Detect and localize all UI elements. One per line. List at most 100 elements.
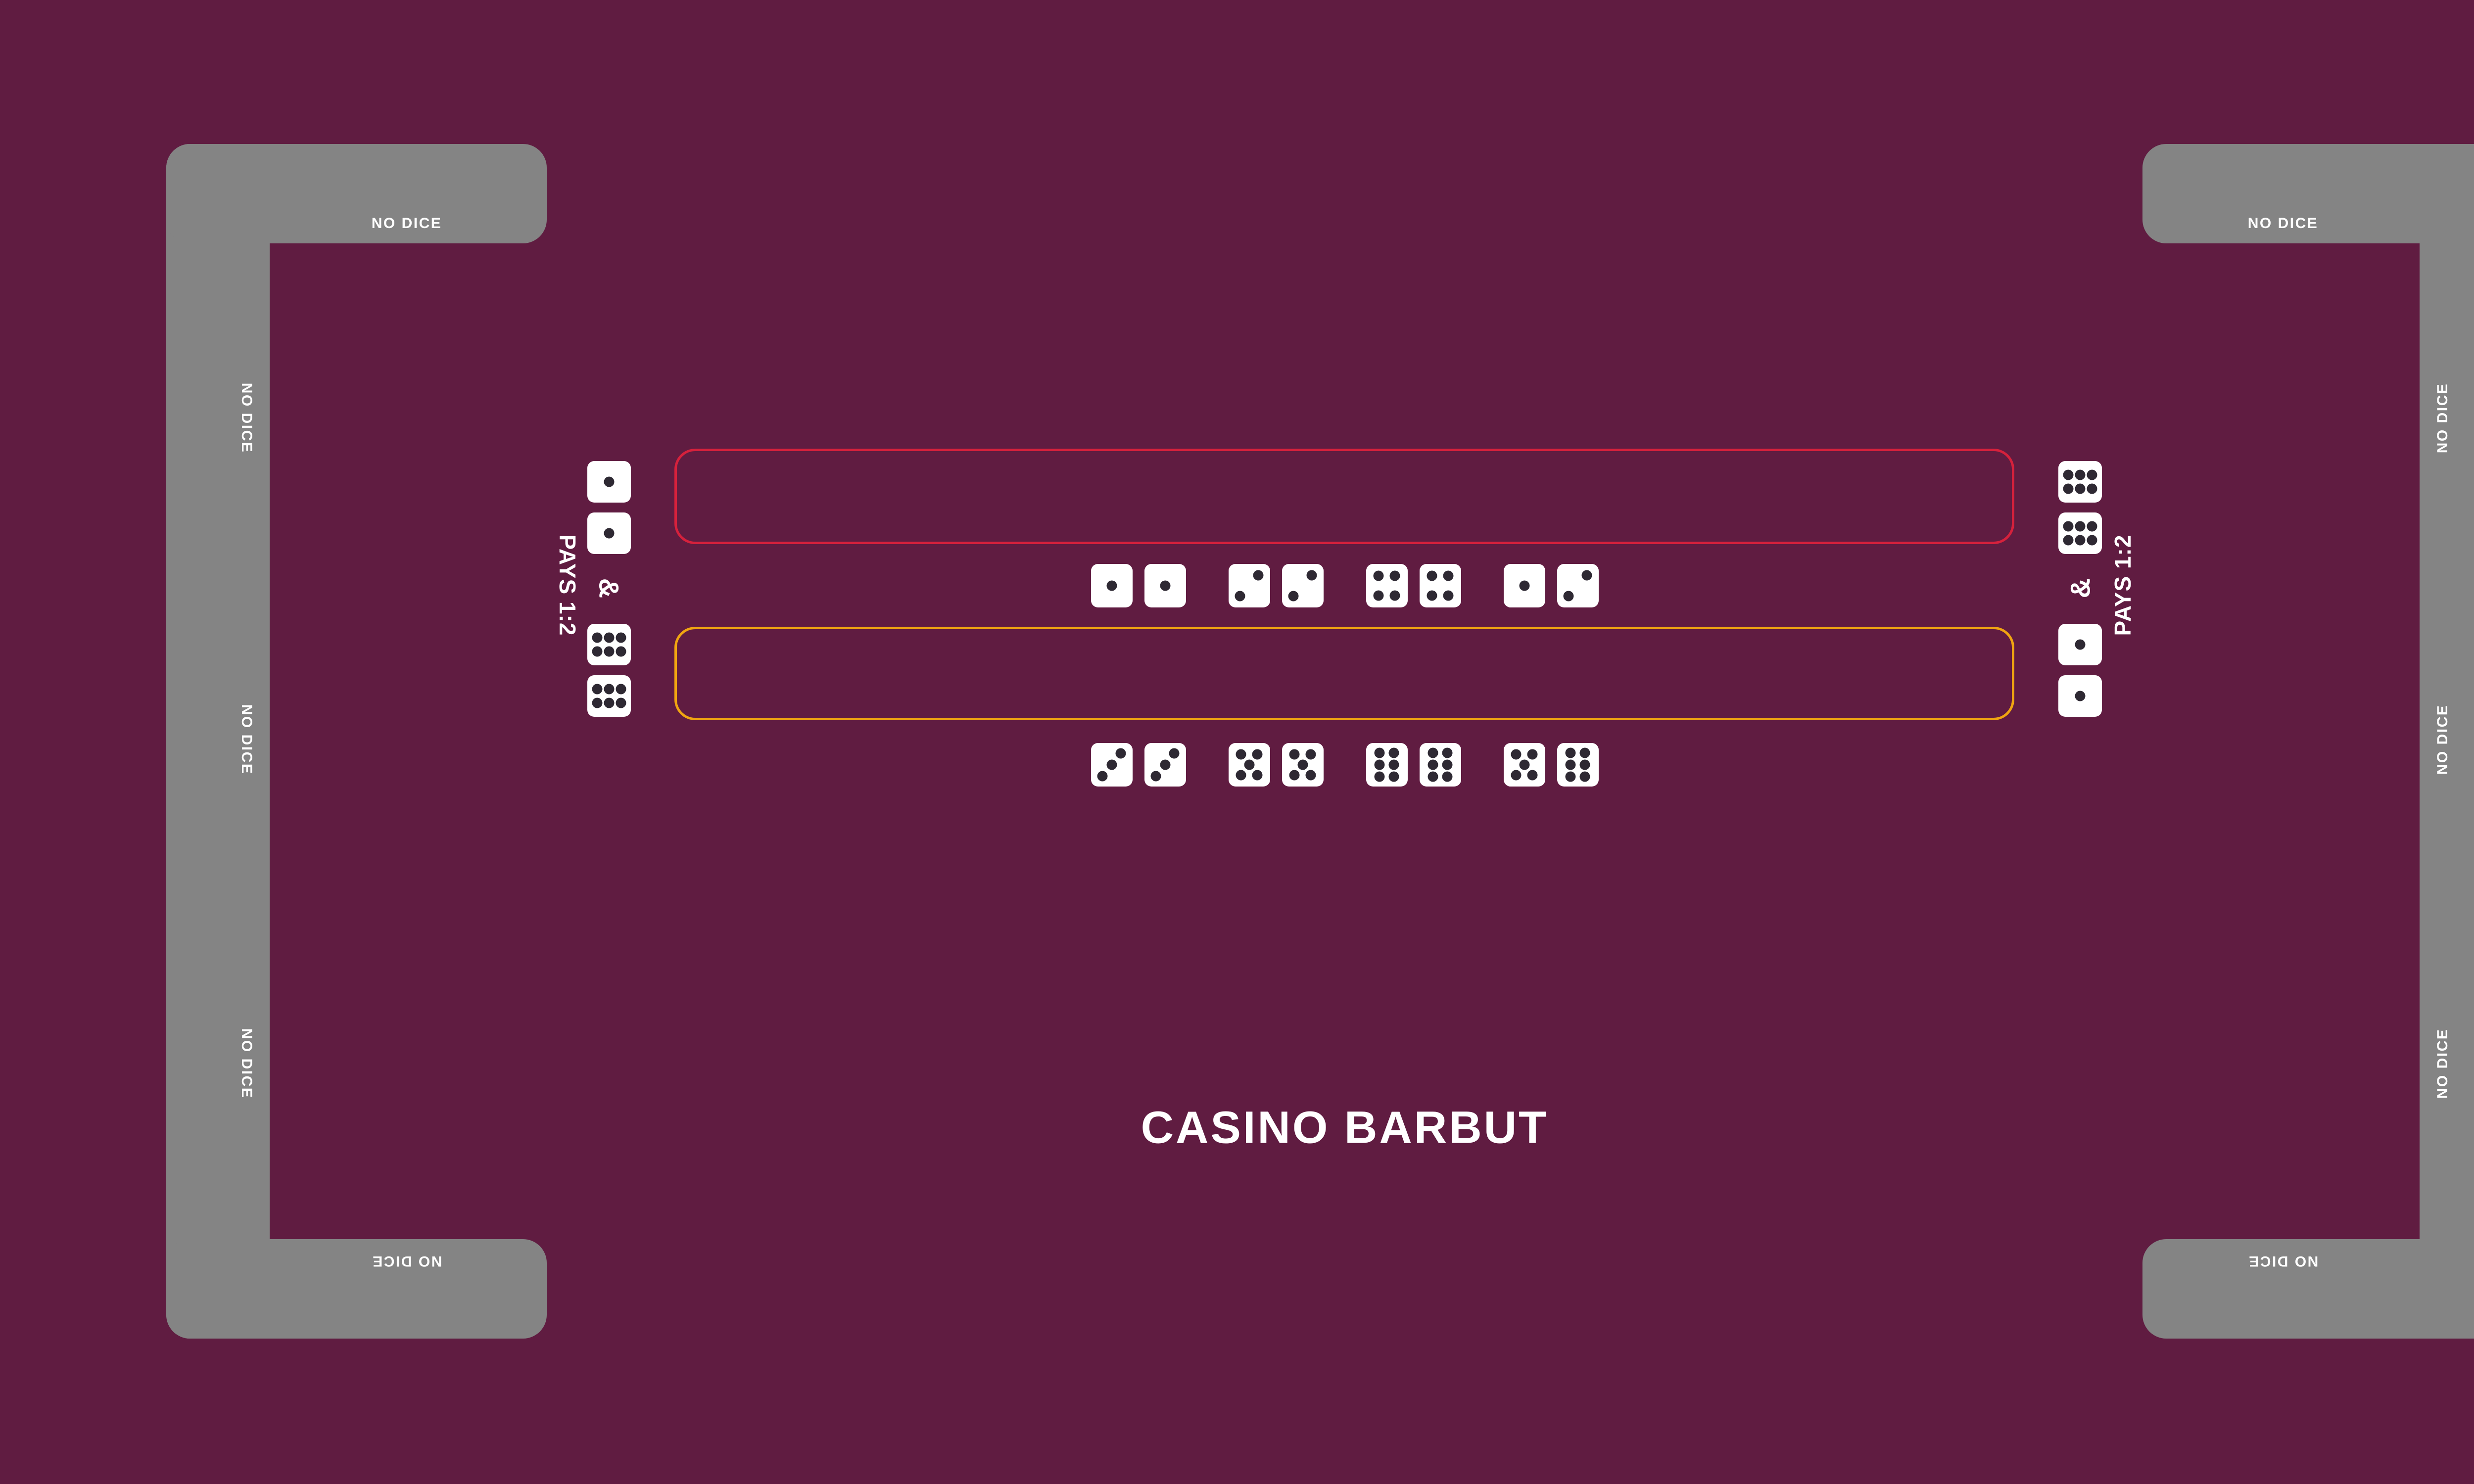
die-pip bbox=[1253, 570, 1264, 581]
no-dice-label: NO DICE bbox=[238, 1028, 255, 1099]
die-pip bbox=[1579, 759, 1590, 770]
die-pip bbox=[1150, 771, 1161, 782]
dice-pair-1-2 bbox=[1503, 564, 1599, 607]
die-pip bbox=[1579, 747, 1590, 758]
die-pip bbox=[2063, 521, 2074, 532]
die-pip bbox=[2075, 469, 2086, 480]
die-face-1 bbox=[1091, 564, 1133, 607]
no-dice-label: NO DICE bbox=[371, 215, 442, 232]
die-face-1 bbox=[2058, 624, 2102, 665]
losing-combos-dice-row bbox=[1091, 564, 1599, 607]
die-pip bbox=[1427, 747, 1438, 758]
die-pip bbox=[592, 632, 603, 643]
dice-pair-3-3 bbox=[1091, 743, 1186, 787]
die-pip bbox=[1565, 759, 1576, 770]
die-face-3 bbox=[1091, 743, 1133, 787]
die-pip bbox=[1115, 748, 1126, 759]
die-pip bbox=[1427, 590, 1437, 601]
die-pip bbox=[1252, 770, 1263, 781]
die-face-4 bbox=[1366, 564, 1408, 607]
die-face-6 bbox=[2058, 512, 2102, 554]
die-face-1 bbox=[2058, 675, 2102, 717]
table-title: CASINO BARBUT bbox=[1141, 1102, 1549, 1153]
die-pip bbox=[2075, 483, 2086, 494]
die-pip bbox=[604, 528, 615, 539]
die-face-1 bbox=[587, 512, 631, 554]
die-pip bbox=[1160, 580, 1170, 591]
die-face-1 bbox=[1503, 564, 1545, 607]
die-pip bbox=[1373, 590, 1384, 601]
die-pip bbox=[1160, 759, 1170, 770]
die-face-6 bbox=[587, 675, 631, 717]
die-pip bbox=[1097, 771, 1108, 782]
die-pip bbox=[1443, 590, 1454, 601]
die-face-6 bbox=[1366, 743, 1408, 787]
die-pip bbox=[1288, 591, 1299, 602]
die-pip bbox=[1427, 771, 1438, 782]
die-pip bbox=[1236, 749, 1246, 760]
die-pip bbox=[1374, 759, 1385, 770]
die-pip bbox=[1443, 570, 1454, 581]
die-pip bbox=[1289, 770, 1300, 781]
die-pip bbox=[1581, 570, 1592, 581]
no-dice-label: NO DICE bbox=[2434, 1028, 2451, 1099]
die-face-6 bbox=[2058, 461, 2102, 503]
die-face-2 bbox=[1228, 564, 1270, 607]
die-pip bbox=[2075, 691, 2086, 701]
die-pip bbox=[592, 684, 603, 695]
ampersand-label: & bbox=[593, 578, 625, 599]
die-pip bbox=[1297, 759, 1308, 770]
die-face-2 bbox=[1282, 564, 1324, 607]
die-pip bbox=[1442, 747, 1453, 758]
die-face-4 bbox=[1419, 564, 1461, 607]
rail-left-top-arm bbox=[166, 144, 547, 243]
die-pip bbox=[1388, 771, 1399, 782]
losing-combos-bet-box[interactable] bbox=[674, 449, 2014, 544]
die-pip bbox=[1389, 570, 1400, 581]
rail-right-bottom-arm bbox=[2142, 1239, 2474, 1339]
die-pip bbox=[1305, 749, 1316, 760]
pays-label: PAYS 1:2 bbox=[555, 534, 580, 636]
die-face-6 bbox=[1419, 743, 1461, 787]
die-pip bbox=[604, 476, 615, 487]
die-pip bbox=[1305, 770, 1316, 781]
die-pip bbox=[1169, 748, 1180, 759]
rail-right-vertical bbox=[2420, 144, 2474, 1339]
no-dice-label: NO DICE bbox=[2247, 215, 2319, 232]
die-pip bbox=[1389, 590, 1400, 601]
die-pip bbox=[1579, 771, 1590, 782]
die-pip bbox=[1563, 591, 1574, 602]
winning-combos-bet-box[interactable] bbox=[674, 627, 2014, 720]
die-face-2 bbox=[1557, 564, 1599, 607]
dice-pair-5-5 bbox=[1228, 743, 1324, 787]
die-pip bbox=[1519, 759, 1529, 770]
no-dice-label: NO DICE bbox=[238, 382, 255, 454]
die-face-5 bbox=[1503, 743, 1545, 787]
die-pip bbox=[1388, 747, 1399, 758]
die-pip bbox=[1442, 759, 1453, 770]
die-face-6 bbox=[587, 624, 631, 665]
dice-pair-6-6 bbox=[1366, 743, 1461, 787]
die-pip bbox=[2075, 639, 2086, 650]
die-pip bbox=[1527, 749, 1538, 760]
rail-left-vertical bbox=[166, 144, 270, 1339]
die-pip bbox=[2063, 469, 2074, 480]
die-pip bbox=[604, 632, 615, 643]
die-pip bbox=[592, 646, 603, 657]
rail-right-top-arm bbox=[2142, 144, 2474, 243]
die-pip bbox=[2063, 483, 2074, 494]
die-pip bbox=[1511, 770, 1522, 781]
die-pip bbox=[2087, 469, 2097, 480]
die-pip bbox=[1244, 759, 1254, 770]
die-pip bbox=[2087, 535, 2097, 546]
die-pip bbox=[1442, 771, 1453, 782]
die-pip bbox=[592, 697, 603, 708]
no-dice-label: NO DICE bbox=[238, 704, 255, 775]
die-face-5 bbox=[1228, 743, 1270, 787]
die-pip bbox=[1374, 771, 1385, 782]
die-pip bbox=[1373, 570, 1384, 581]
die-pip bbox=[1565, 747, 1576, 758]
die-face-5 bbox=[1282, 743, 1324, 787]
die-pip bbox=[1511, 749, 1522, 760]
